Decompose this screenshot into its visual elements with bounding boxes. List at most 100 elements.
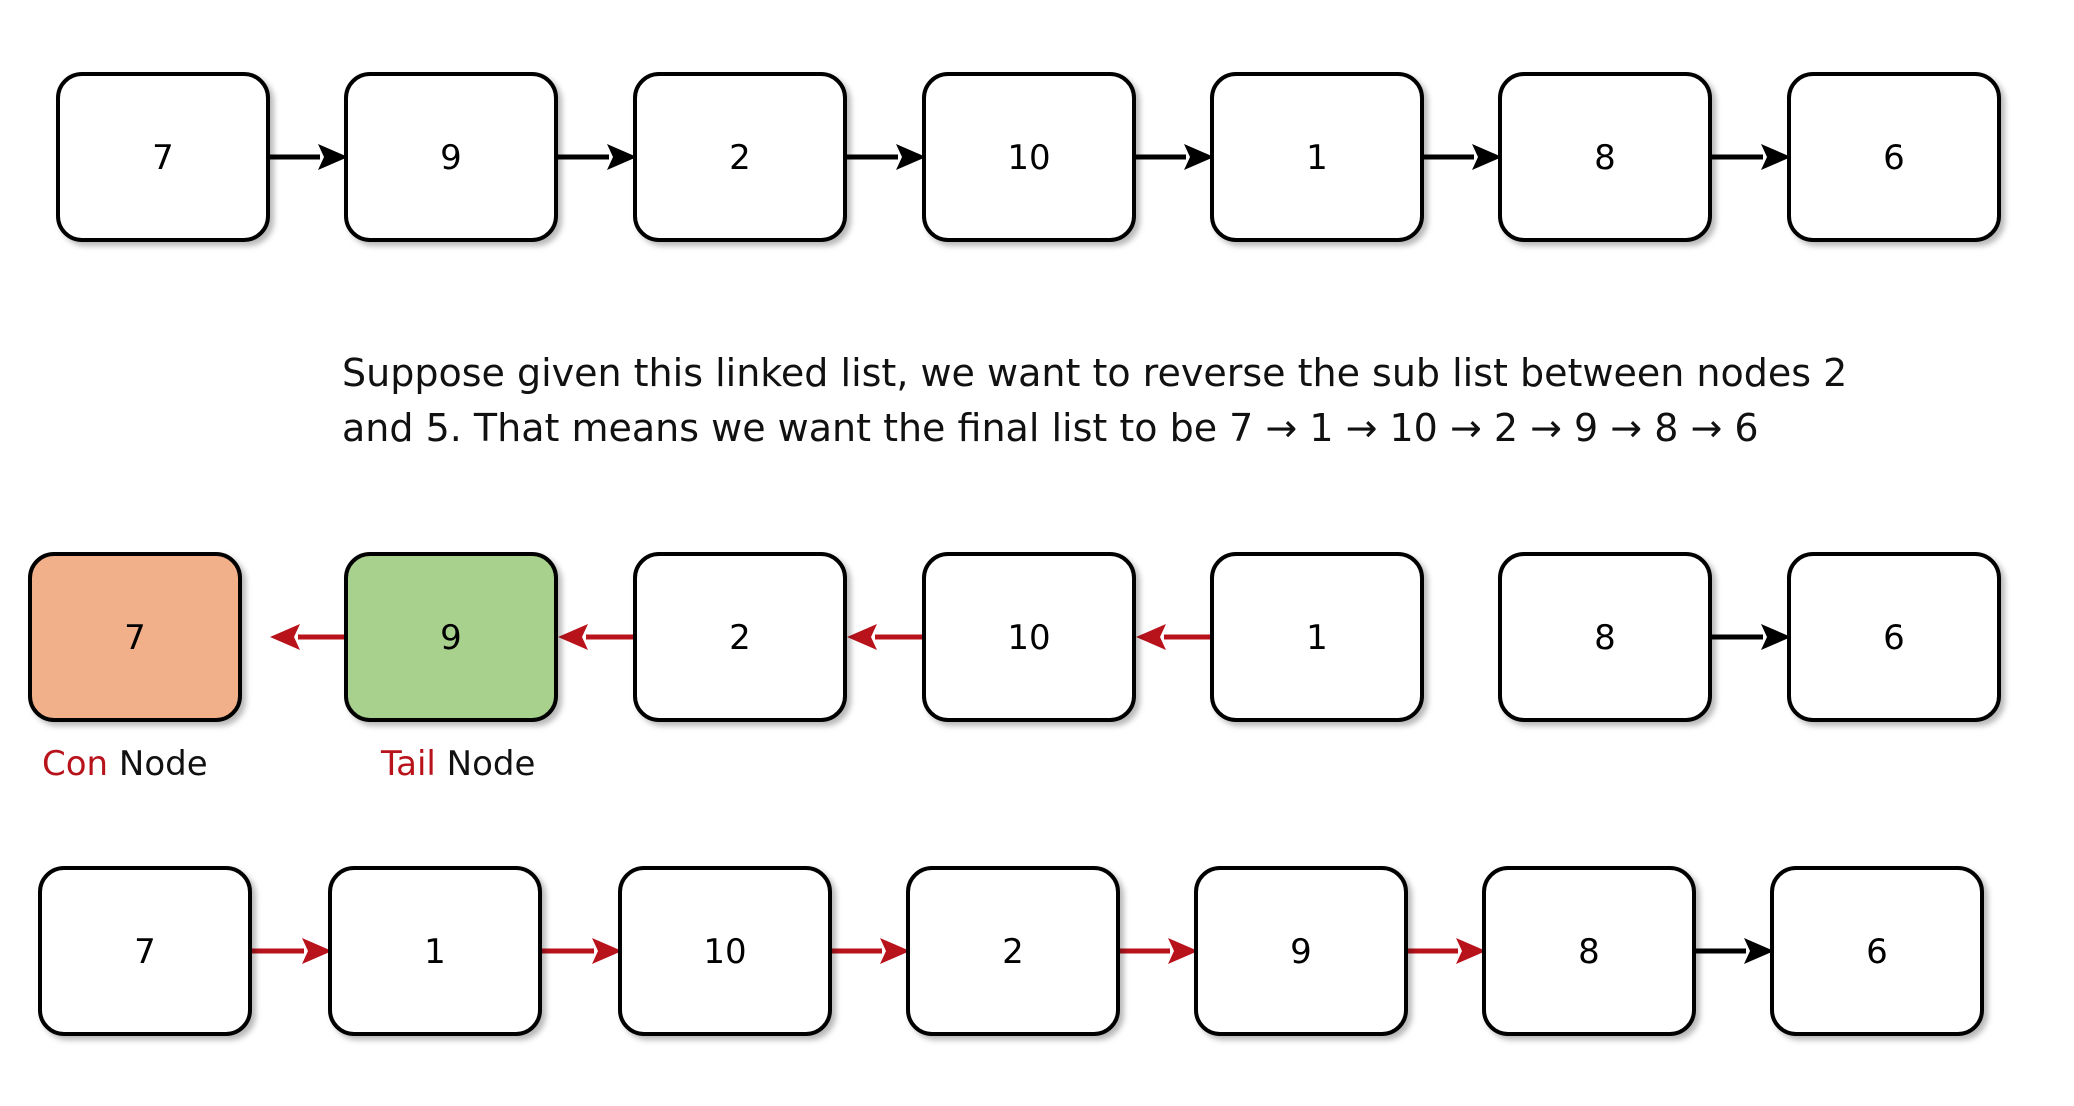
node-box	[1787, 72, 2001, 242]
list-node-final-5: 8	[1482, 866, 1696, 1036]
arrow-head	[318, 144, 348, 170]
arrow-reversal-in-progress-5-to-6	[1712, 624, 1791, 650]
node-box	[1194, 866, 1408, 1036]
node-value: 9	[440, 138, 462, 178]
arrow-final-0-to-1	[252, 938, 332, 964]
con-node-reversal-in-progress-0: 7	[28, 552, 242, 722]
arrow-reversal-in-progress-1-to-0	[270, 624, 344, 650]
node-box	[1482, 866, 1696, 1036]
list-node-original-1: 9	[344, 72, 558, 242]
node-value: 10	[1007, 138, 1050, 178]
arrow-final-2-to-3	[832, 938, 910, 964]
list-node-final-4: 9	[1194, 866, 1408, 1036]
list-node-final-0: 7	[38, 866, 252, 1036]
list-node-original-6: 6	[1787, 72, 2001, 242]
tail-node-label: Tail Node	[381, 744, 535, 784]
con-node-label: Con Node	[42, 744, 208, 784]
con-node-label-red: Con	[42, 744, 109, 784]
node-box	[1498, 552, 1712, 722]
list-node-reversal-in-progress-3: 10	[922, 552, 1136, 722]
node-box	[38, 866, 252, 1036]
node-box	[906, 866, 1120, 1036]
arrow-head	[1761, 144, 1791, 170]
arrow-reversal-in-progress-3-to-2	[847, 624, 922, 650]
node-value: 6	[1883, 618, 1905, 658]
list-node-original-5: 8	[1498, 72, 1712, 242]
arrow-head	[1456, 938, 1486, 964]
list-node-reversal-in-progress-5: 8	[1498, 552, 1712, 722]
arrow-original-0-to-1	[270, 144, 348, 170]
node-box	[1210, 72, 1424, 242]
arrow-final-4-to-5	[1408, 938, 1486, 964]
arrow-head	[1472, 144, 1502, 170]
arrow-original-5-to-6	[1712, 144, 1791, 170]
arrow-head	[558, 624, 588, 650]
list-node-original-3: 10	[922, 72, 1136, 242]
caption-line-1: Suppose given this linked list, we want …	[342, 351, 1848, 395]
node-value: 7	[134, 932, 156, 972]
tail-node-reversal-in-progress-1: 9	[344, 552, 558, 722]
caption-line-2: and 5. That means we want the final list…	[342, 406, 1759, 450]
node-box	[328, 866, 542, 1036]
node-value: 9	[1290, 932, 1312, 972]
arrow-original-1-to-2	[558, 144, 637, 170]
arrow-head	[896, 144, 926, 170]
arrow-head	[1136, 624, 1166, 650]
arrow-final-3-to-4	[1120, 938, 1198, 964]
node-box	[1210, 552, 1424, 722]
node-value: 2	[729, 138, 751, 178]
list-node-reversal-in-progress-6: 6	[1787, 552, 2001, 722]
list-node-final-1: 1	[328, 866, 542, 1036]
arrow-final-5-to-6	[1696, 938, 1774, 964]
arrow-final-1-to-2	[542, 938, 622, 964]
arrow-head	[592, 938, 622, 964]
arrow-original-3-to-4	[1136, 144, 1214, 170]
arrow-head	[1761, 624, 1791, 650]
node-box	[633, 552, 847, 722]
node-box	[344, 72, 558, 242]
node-box	[28, 552, 242, 722]
node-value: 6	[1866, 932, 1888, 972]
node-value: 10	[1007, 618, 1050, 658]
node-box	[1787, 552, 2001, 722]
list-node-final-6: 6	[1770, 866, 1984, 1036]
arrow-head	[270, 624, 300, 650]
arrow-head	[880, 938, 910, 964]
node-value: 1	[1306, 618, 1328, 658]
node-value: 1	[1306, 138, 1328, 178]
tail-node-label-red: Tail	[381, 744, 436, 784]
list-node-reversal-in-progress-4: 1	[1210, 552, 1424, 722]
node-value: 8	[1578, 932, 1600, 972]
list-node-final-2: 10	[618, 866, 832, 1036]
node-value: 7	[152, 138, 174, 178]
node-value: 8	[1594, 618, 1616, 658]
node-value: 7	[124, 618, 146, 658]
node-box	[922, 72, 1136, 242]
node-value: 1	[424, 932, 446, 972]
node-box	[922, 552, 1136, 722]
arrow-head	[1168, 938, 1198, 964]
list-node-original-0: 7	[56, 72, 270, 242]
node-value: 8	[1594, 138, 1616, 178]
node-value: 2	[729, 618, 751, 658]
arrow-original-4-to-5	[1424, 144, 1502, 170]
arrow-head	[1184, 144, 1214, 170]
node-box	[618, 866, 832, 1036]
arrow-head	[1744, 938, 1774, 964]
node-box	[56, 72, 270, 242]
list-node-reversal-in-progress-2: 2	[633, 552, 847, 722]
node-value: 10	[703, 932, 746, 972]
node-value: 2	[1002, 932, 1024, 972]
arrow-head	[607, 144, 637, 170]
list-node-original-2: 2	[633, 72, 847, 242]
arrow-original-2-to-3	[847, 144, 926, 170]
node-value: 6	[1883, 138, 1905, 178]
arrow-reversal-in-progress-4-to-3	[1136, 624, 1210, 650]
node-box	[1770, 866, 1984, 1036]
node-value: 9	[440, 618, 462, 658]
list-node-original-4: 1	[1210, 72, 1424, 242]
con-node-label-rest: Node	[108, 744, 208, 784]
list-node-final-3: 2	[906, 866, 1120, 1036]
tail-node-label-rest: Node	[435, 744, 536, 784]
